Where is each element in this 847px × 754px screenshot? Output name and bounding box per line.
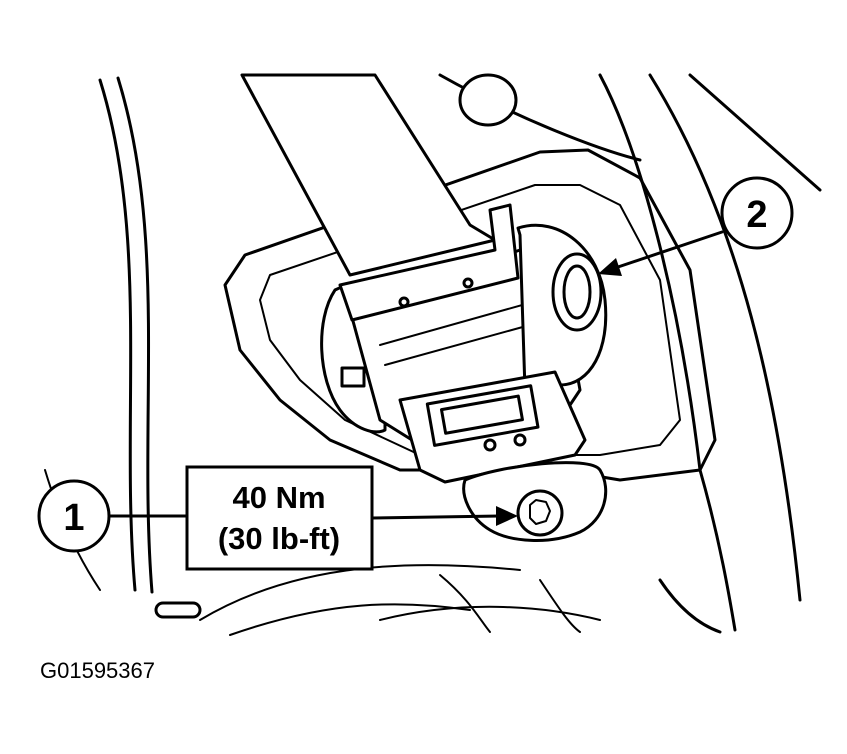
latch-tab [340,366,366,388]
body-hole [458,73,518,127]
leader-lines [108,230,724,526]
lower-bracket [398,370,587,484]
callout-1: 1 [37,479,111,553]
mounting-recess [223,148,717,482]
callout-2: 2 [720,176,794,250]
leader-line-torque [370,514,502,520]
bolt-head [516,489,564,537]
leader-line-2 [613,230,724,270]
arrow-torque [496,506,518,526]
body-panel-lines [44,73,822,636]
slot-hole [154,601,202,619]
torque-box [185,465,374,571]
anchor-bolt [462,461,608,542]
torx-socket [529,499,551,525]
belt-webbing [240,73,520,322]
torque-value-imperial: (30 lb-ft) [218,521,340,556]
arrow-2 [598,258,622,276]
figure-code: G01595367 [40,658,155,683]
callout-1-label: 1 [63,497,84,539]
callout-2-label: 2 [746,194,767,236]
torque-callout: 40 Nm (30 lb-ft) [185,465,374,571]
torque-value-metric: 40 Nm [232,480,325,515]
